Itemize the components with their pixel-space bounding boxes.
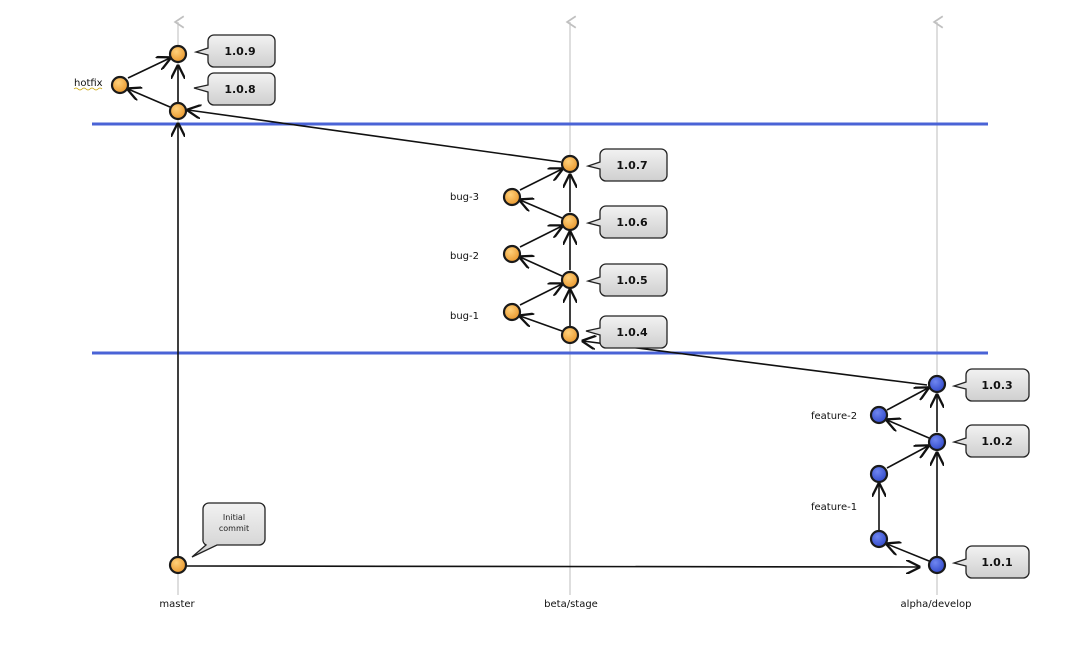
link-105-to-bug2: [520, 257, 563, 277]
branch-label-hotfix: hotfix: [74, 78, 103, 89]
branch-label-bug1: bug-1: [450, 311, 479, 322]
link-f1b-to-102: [886, 446, 928, 469]
branch-label-feature2: feature-2: [811, 411, 857, 422]
branch-label-feature1: feature-1: [811, 502, 857, 513]
link-bug2-to-106: [519, 226, 562, 248]
branch-label-bug3: bug-3: [450, 192, 479, 203]
tag-label-107: 1.0.7: [616, 159, 647, 172]
commit-node-109: [168, 44, 188, 64]
commit-node-bug3: [502, 187, 522, 207]
initial-commit-line1: Initial: [223, 513, 245, 522]
link-bug3-to-107: [519, 169, 562, 191]
tag-bubbles: 1.0.9 1.0.8 1.0.7 1.0.6 1.0.5 1.0.4 1.0.…: [191, 34, 1030, 579]
separators: [92, 122, 988, 355]
link-feature2-to-103: [886, 388, 928, 411]
commit-node-bug2: [502, 244, 522, 264]
commit-node-107: [560, 154, 580, 174]
commit-node-feature1-bottom: [869, 529, 889, 549]
link-102-to-feature2: [887, 420, 930, 439]
tag-label-106: 1.0.6: [616, 216, 648, 229]
tag-label-102: 1.0.2: [981, 435, 1012, 448]
tag-bubble-109: 1.0.9: [193, 34, 276, 68]
tag-bubble-108: 1.0.8: [193, 72, 276, 106]
commit-node-initial: [168, 555, 188, 575]
branch-labels: hotfix bug-3 bug-2 bug-1 feature-2 featu…: [73, 78, 857, 513]
link-initial-to-101: [186, 566, 919, 567]
initial-commit-note: Initial commit: [191, 502, 266, 558]
commit-node-feature1-top: [869, 464, 889, 484]
tag-label-103: 1.0.3: [981, 379, 1012, 392]
tag-label-109: 1.0.9: [224, 45, 255, 58]
commit-nodes: [110, 44, 947, 575]
commit-node-bug1: [502, 302, 522, 322]
link-107-to-108: [188, 110, 562, 163]
tag-label-101: 1.0.1: [981, 556, 1012, 569]
commit-node-101: [927, 555, 947, 575]
commit-node-102: [927, 432, 947, 452]
tag-bubble-101: 1.0.1: [951, 545, 1030, 579]
connections: [128, 58, 937, 567]
lane-labels: master beta/stage alpha/develop: [159, 599, 971, 610]
tag-bubble-104: 1.0.4: [585, 315, 668, 349]
link-106-to-bug3: [520, 200, 563, 219]
initial-commit-line2: commit: [219, 524, 249, 533]
commit-node-hotfix: [110, 75, 130, 95]
commit-node-106: [560, 212, 580, 232]
link-bug1-to-105: [519, 284, 562, 306]
tag-label-108: 1.0.8: [224, 83, 255, 96]
link-108-to-hotfix: [128, 89, 171, 108]
branch-label-bug2: bug-2: [450, 251, 479, 262]
tag-label-104: 1.0.4: [616, 326, 648, 339]
tag-bubble-105: 1.0.5: [585, 263, 668, 297]
link-101-to-f1a: [887, 544, 930, 562]
commit-node-105: [560, 270, 580, 290]
tag-bubble-107: 1.0.7: [585, 148, 668, 182]
lane-label-alpha: alpha/develop: [901, 599, 972, 610]
tag-bubble-103: 1.0.3: [951, 368, 1030, 402]
commit-node-108: [168, 101, 188, 121]
link-104-to-bug1: [520, 316, 563, 332]
link-hotfix-to-109: [127, 58, 170, 79]
tag-bubble-106: 1.0.6: [585, 205, 668, 239]
tag-label-105: 1.0.5: [616, 274, 647, 287]
hotfix-underline: [73, 87, 103, 91]
commit-node-feature2: [869, 405, 889, 425]
tag-bubble-102: 1.0.2: [951, 424, 1030, 458]
commit-node-103: [927, 374, 947, 394]
lane-label-master: master: [159, 599, 195, 610]
commit-node-104: [560, 325, 580, 345]
lane-label-beta: beta/stage: [544, 599, 598, 610]
